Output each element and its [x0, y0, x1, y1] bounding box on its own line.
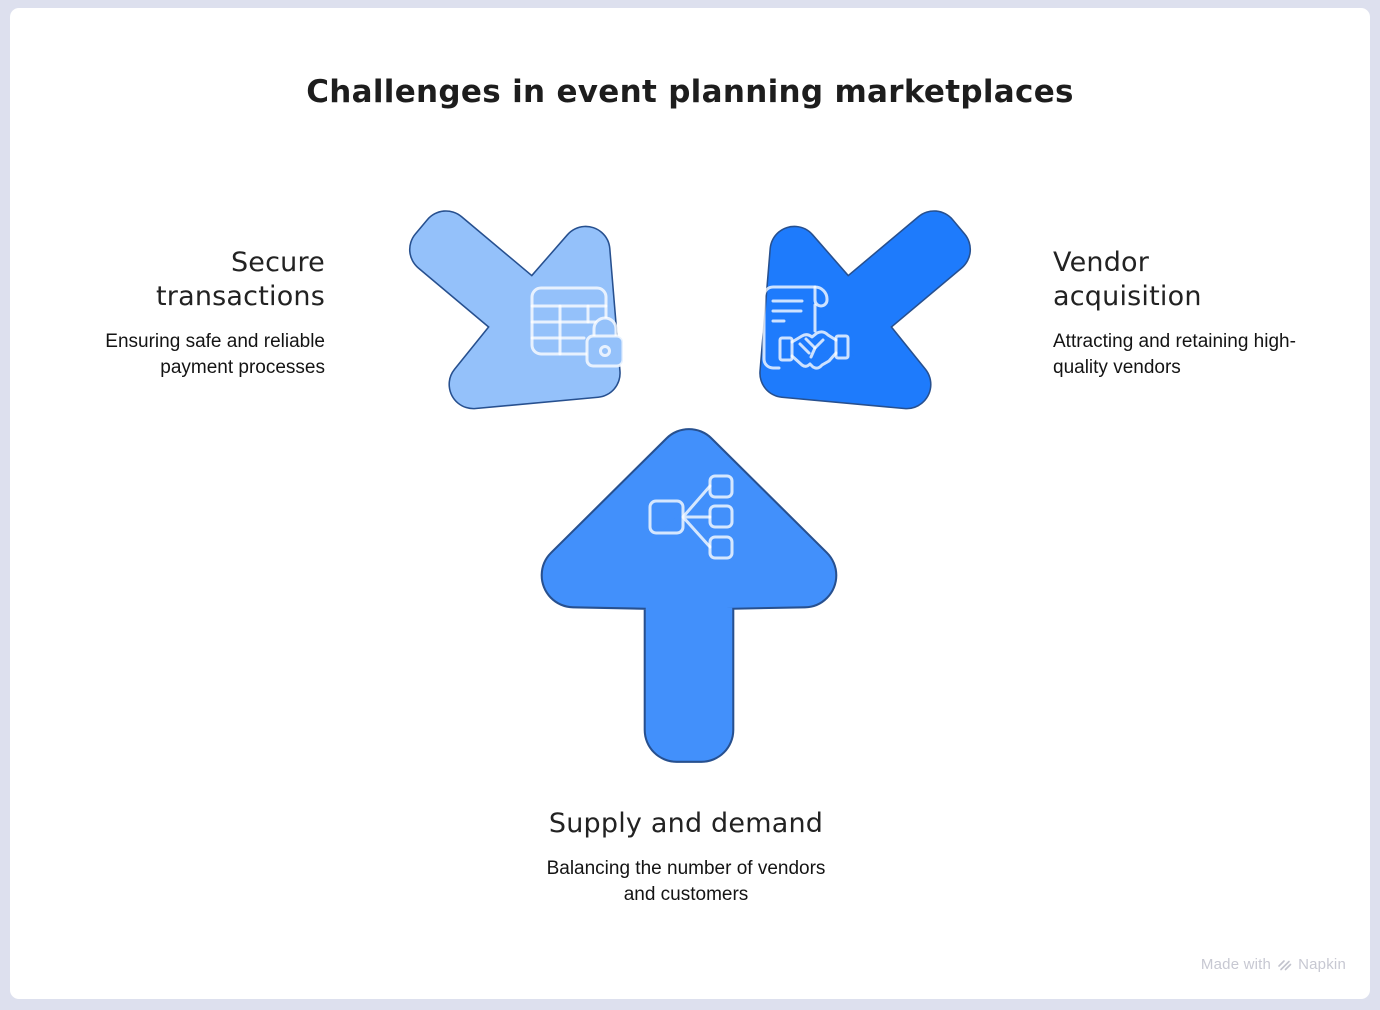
challenge-vendor-acquisition: Vendor acquisition Attracting and retain… [1053, 246, 1298, 381]
challenge-secure-transactions: Secure transactions Ensuring safe and re… [60, 246, 325, 381]
contract-handshake-icon [762, 285, 850, 370]
vendor-acquisition-arrow [759, 210, 972, 410]
challenge-heading: Supply and demand [548, 808, 824, 839]
challenge-supply-and-demand: Supply and demand Balancing the number o… [536, 806, 836, 908]
arrow-body [410, 211, 620, 408]
hierarchy-icon [648, 474, 734, 560]
arrow-body [542, 430, 836, 761]
watermark-prefix: Made with [1200, 956, 1272, 973]
challenge-heading: Secure transactions [156, 247, 325, 312]
watermark-brand: Napkin [1298, 956, 1346, 973]
page-title: Challenges in event planning marketplace… [306, 74, 1074, 110]
challenge-description: Ensuring safe and reliable payment proce… [105, 331, 325, 378]
arrow-body [760, 211, 970, 408]
napkin-logo-icon [1278, 960, 1292, 971]
challenge-description: Attracting and retaining high-quality ve… [1053, 331, 1296, 378]
challenge-heading: Vendor acquisition [1053, 247, 1202, 312]
secure-transactions-arrow [408, 210, 621, 410]
table-lock-icon [530, 286, 625, 368]
napkin-watermark[interactable]: Made with Napkin [1201, 956, 1346, 973]
challenge-description: Balancing the number of vendors and cust… [546, 858, 826, 905]
supply-demand-arrow [540, 428, 838, 763]
